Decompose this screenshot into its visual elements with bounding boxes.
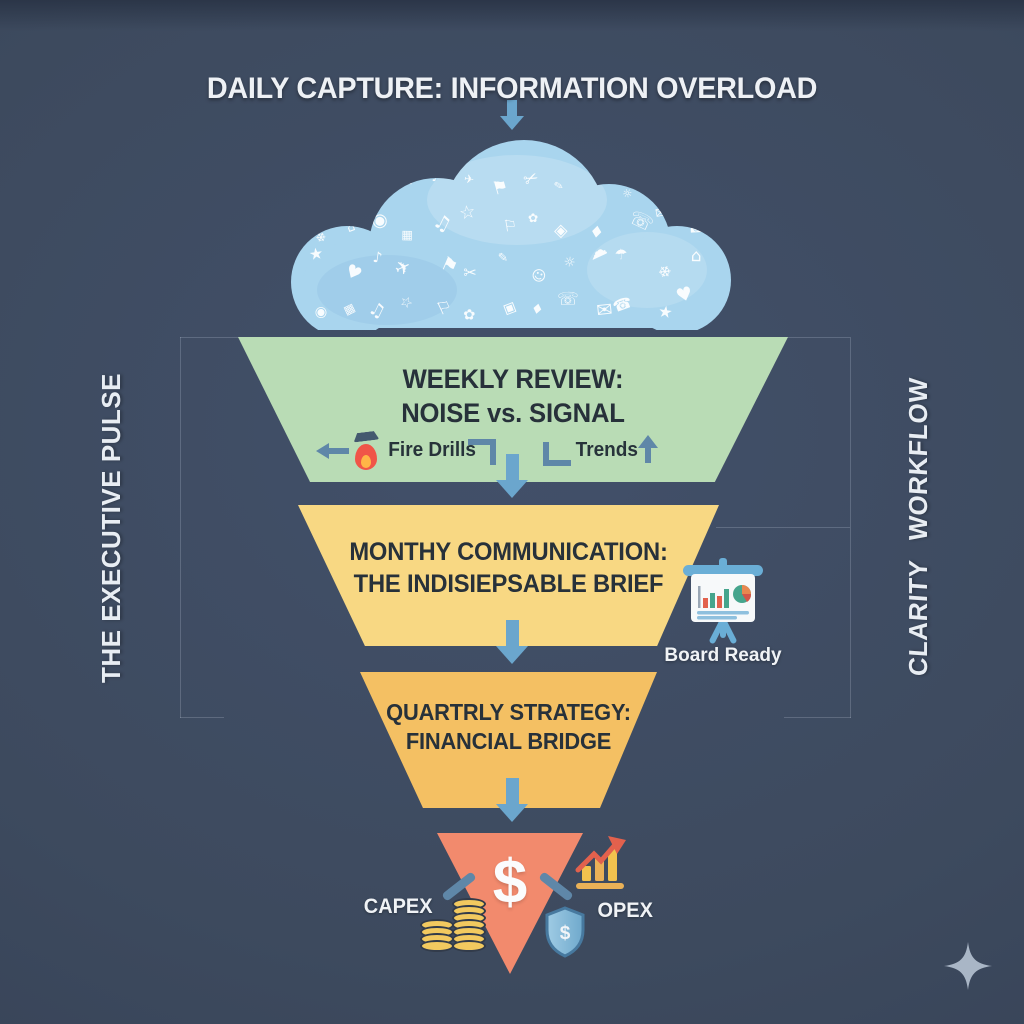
- fire-icon: [352, 432, 380, 470]
- svg-text:✉: ✉: [595, 298, 613, 323]
- svg-text:☆: ☆: [397, 293, 416, 313]
- svg-text:★: ★: [657, 301, 674, 322]
- svg-text:✉: ✉: [307, 180, 325, 202]
- svg-text:☺: ☺: [593, 160, 617, 185]
- stage-weekly-heading: WEEKLY REVIEW: NOISE vs. SIGNAL: [401, 364, 625, 429]
- corner-arrow-icon-right: [543, 442, 571, 466]
- svg-text:✉: ✉: [654, 204, 669, 223]
- left-side-label: THE EXECUTIVE PULSE: [96, 373, 126, 683]
- svg-text:♥: ♥: [674, 283, 696, 308]
- growth-chart-icon: [575, 836, 626, 889]
- svg-text:◉: ◉: [372, 210, 388, 232]
- left-arrow-icon: [316, 443, 349, 459]
- shield-icon: $: [545, 906, 585, 958]
- svg-text:★: ★: [308, 243, 325, 264]
- svg-text:☺: ☺: [528, 266, 548, 287]
- right-side-label: CLARITY WORKFLOW: [903, 376, 933, 678]
- information-cloud: ✉☎★♥♪✈⚑✂✎☺☼☁☂❄⌂◉▦♫☆⚐✿◈♦☏✉☎★♥♪✈⚑✂✎☺☼☁☂❄⌂◉…: [291, 140, 731, 330]
- fire-drills-label: Fire Drills: [388, 439, 476, 461]
- svg-text:☂: ☂: [614, 247, 628, 264]
- svg-text:☁: ☁: [651, 177, 667, 194]
- sparkle-icon: [944, 942, 992, 990]
- svg-text:☼: ☼: [563, 255, 577, 271]
- down-arrow-1: [496, 454, 528, 498]
- shield-dollar-symbol: $: [560, 923, 571, 944]
- stage-monthly-heading: MONTHY COMMUNICATION: THE INDISIEPSABLE …: [349, 538, 668, 598]
- capex-label: CAPEX: [363, 895, 433, 918]
- trends-label: Trends: [575, 439, 638, 461]
- svg-text:♦: ♦: [529, 301, 544, 319]
- opex-label: OPEX: [597, 899, 653, 922]
- svg-text:⚑: ⚑: [437, 253, 461, 279]
- svg-text:☼: ☼: [621, 187, 633, 202]
- svg-text:✿: ✿: [528, 211, 539, 225]
- svg-text:⚑: ⚑: [490, 176, 511, 201]
- frame-line-inner-right: [716, 527, 850, 528]
- svg-text:☆: ☆: [458, 201, 478, 225]
- stage-monthly-communication: MONTHY COMMUNICATION: THE INDISIEPSABLE …: [298, 505, 719, 646]
- frame-line-bottom-right: [784, 717, 851, 718]
- svg-text:✈: ✈: [463, 172, 475, 187]
- down-arrow-3: [496, 778, 528, 822]
- svg-text:▦: ▦: [341, 300, 357, 317]
- svg-text:☎: ☎: [688, 221, 705, 237]
- svg-text:✿: ✿: [463, 307, 476, 324]
- down-arrow-title: [500, 100, 524, 130]
- dollar-symbol: $: [492, 848, 528, 917]
- svg-text:✎: ✎: [553, 179, 565, 194]
- svg-text:⌂: ⌂: [691, 245, 702, 265]
- up-arrow-icon: [637, 435, 659, 463]
- svg-text:☂: ☂: [685, 172, 708, 198]
- svg-text:♦: ♦: [588, 222, 605, 243]
- frame-line-bottom-left: [180, 717, 224, 718]
- svg-text:⚐: ⚐: [433, 296, 456, 321]
- svg-text:☎: ☎: [336, 175, 357, 195]
- svg-text:☎: ☎: [610, 293, 634, 316]
- svg-text:✂: ✂: [463, 263, 477, 282]
- stage-quarterly-heading: QUARTRLY STRATEGY: FINANCIAL BRIDGE: [386, 699, 631, 754]
- page-title: DAILY CAPTURE: INFORMATION OVERLOAD: [206, 72, 818, 106]
- svg-text:♪: ♪: [372, 249, 384, 267]
- frame-line-left: [180, 337, 181, 718]
- svg-text:♪: ♪: [431, 170, 440, 185]
- svg-text:☏: ☏: [557, 289, 579, 310]
- svg-text:▦: ▦: [401, 228, 413, 242]
- board-ready-icon: [683, 558, 763, 644]
- svg-text:◈: ◈: [554, 221, 568, 241]
- board-ready-label: Board Ready: [664, 645, 782, 666]
- svg-text:⚐: ⚐: [502, 215, 519, 236]
- svg-text:✎: ✎: [498, 251, 508, 265]
- down-arrow-2: [496, 620, 528, 664]
- noise-signal-annotations: Fire Drills Trends: [300, 430, 724, 474]
- coins-icon: [420, 894, 486, 954]
- frame-line-right: [850, 337, 851, 718]
- corner-arrow-icon-left: [468, 439, 496, 465]
